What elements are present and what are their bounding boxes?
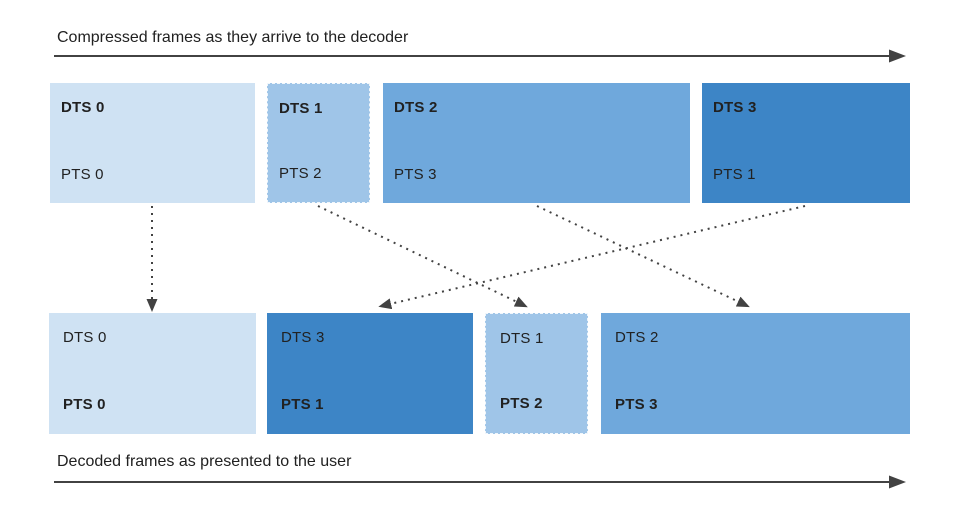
dts-label: DTS 0 xyxy=(61,99,105,116)
decoded-frames-title: Decoded frames as presented to the user xyxy=(57,453,352,470)
dts-label: DTS 1 xyxy=(279,100,323,117)
pts-label: PTS 2 xyxy=(279,165,322,182)
pts-label: PTS 3 xyxy=(394,166,437,183)
decoded-frame-pts2: DTS 1 PTS 2 xyxy=(485,313,588,434)
pts-label: PTS 0 xyxy=(61,166,104,183)
dts-label: DTS 2 xyxy=(394,99,438,116)
compressed-frame-dts1: DTS 1 PTS 2 xyxy=(267,83,370,203)
compressed-frame-dts2: DTS 2 PTS 3 xyxy=(383,83,690,203)
dts-label: DTS 1 xyxy=(500,330,544,347)
pts-label: PTS 2 xyxy=(500,395,543,412)
arrow-dts2-to-pts3 xyxy=(536,205,750,308)
dts-label: DTS 2 xyxy=(615,329,659,346)
dts-label: DTS 0 xyxy=(63,329,107,346)
decoded-frame-pts3: DTS 2 PTS 3 xyxy=(601,313,910,434)
dts-label: DTS 3 xyxy=(713,99,757,116)
pts-label: PTS 3 xyxy=(615,396,658,413)
pts-label: PTS 1 xyxy=(281,396,324,413)
arrow-dts1-to-pts2 xyxy=(317,205,528,308)
dts-label: DTS 3 xyxy=(281,329,325,346)
decoded-frame-pts1: DTS 3 PTS 1 xyxy=(267,313,473,434)
compressed-frames-title: Compressed frames as they arrive to the … xyxy=(57,29,409,46)
pts-label: PTS 0 xyxy=(63,396,106,413)
arrow-dts3-to-pts1 xyxy=(378,205,806,310)
compressed-frame-dts3: DTS 3 PTS 1 xyxy=(702,83,910,203)
pts-label: PTS 1 xyxy=(713,166,756,183)
compressed-frame-dts0: DTS 0 PTS 0 xyxy=(50,83,255,203)
decoded-frame-pts0: DTS 0 PTS 0 xyxy=(49,313,256,434)
